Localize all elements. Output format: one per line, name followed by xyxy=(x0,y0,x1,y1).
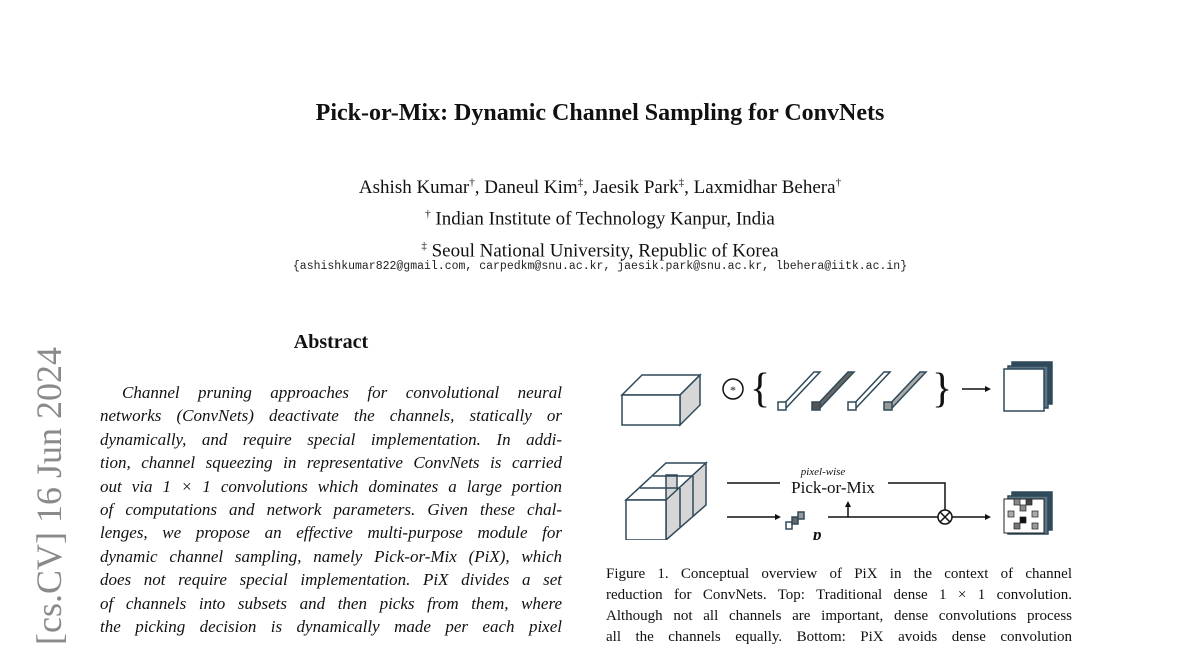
abstract-line: tion, channel squeezing in representativ… xyxy=(100,453,562,473)
caption-line: Figure 1. Conceptual overview of PiX in … xyxy=(606,566,1072,582)
multiply-icon xyxy=(937,509,953,525)
abstract-line: lenges, we propose an effective multi-pu… xyxy=(100,523,562,543)
affiliation: ‡ Seoul National University, Republic of… xyxy=(421,239,779,261)
input-tensor-top xyxy=(620,373,702,427)
caption-line: reduction for ConvNets. Top: Traditional… xyxy=(606,587,1072,603)
convolution-icon: * xyxy=(722,378,744,400)
caption-line: Although not all channels are important,… xyxy=(606,608,1072,624)
author: Ashish Kumar†, xyxy=(358,177,485,199)
pixel-wise-label: pixel-wise xyxy=(800,466,846,478)
arxiv-watermark: [cs.CV] 16 Jun 2024 xyxy=(29,347,69,645)
author-emails: {ashishkumar822@gmail.com, carpedkm@snu.… xyxy=(292,260,908,273)
abstract-line: dynamic channel sampling, namely Pick-or… xyxy=(100,546,562,566)
figure-1-caption: Figure 1. Conceptual overview of PiX in … xyxy=(606,564,1072,648)
p-label: p xyxy=(811,525,822,540)
author: Daneul Kim‡, xyxy=(484,177,593,199)
author-block: Ashish Kumar†, Daneul Kim‡, Jaesik Park‡… xyxy=(0,170,1200,264)
author-list: Ashish Kumar†, Daneul Kim‡, Jaesik Park‡… xyxy=(0,170,1200,201)
figure-1-diagram: * { } pixel-wise Pick-or-Mix p xyxy=(620,361,1053,540)
abstract-line: of channels into subsets and then picks … xyxy=(100,593,562,613)
abstract-line: the picking decision is dynamically made… xyxy=(100,617,562,637)
affiliation: † Indian Institute of Technology Kanpur,… xyxy=(425,208,775,230)
right-brace: } xyxy=(932,366,952,412)
input-tensor-grouped xyxy=(624,461,708,540)
output-tensor-top xyxy=(1003,361,1053,412)
selector-vector xyxy=(785,511,805,530)
left-brace: { xyxy=(750,366,770,412)
abstract-line: out via 1 × 1 convolutions which dominat… xyxy=(100,476,562,496)
kernel-set xyxy=(777,371,928,411)
author: Jaesik Park‡, xyxy=(592,177,694,199)
abstract-line: Channel pruning approaches for convoluti… xyxy=(122,383,562,402)
pick-or-mix-label: Pick-or-Mix xyxy=(791,478,875,497)
paper-title: Pick-or-Mix: Dynamic Channel Sampling fo… xyxy=(315,100,885,126)
caption-line: all the channels equally. Bottom: PiX av… xyxy=(606,629,1072,645)
output-tensor-sampled xyxy=(1003,491,1053,535)
abstract-line: does not require special implementation.… xyxy=(100,570,562,590)
abstract-body: Channel pruning approaches for convoluti… xyxy=(100,381,562,638)
abstract-line: of computations and network parameters. … xyxy=(100,500,562,520)
svg-text:*: * xyxy=(730,383,736,397)
abstract-heading: Abstract xyxy=(293,331,369,353)
author: Laxmidhar Behera† xyxy=(693,177,842,199)
abstract-line: dynamically, and require special impleme… xyxy=(100,429,562,449)
abstract-line: networks (ConvNets) deactivate the chann… xyxy=(100,406,562,426)
